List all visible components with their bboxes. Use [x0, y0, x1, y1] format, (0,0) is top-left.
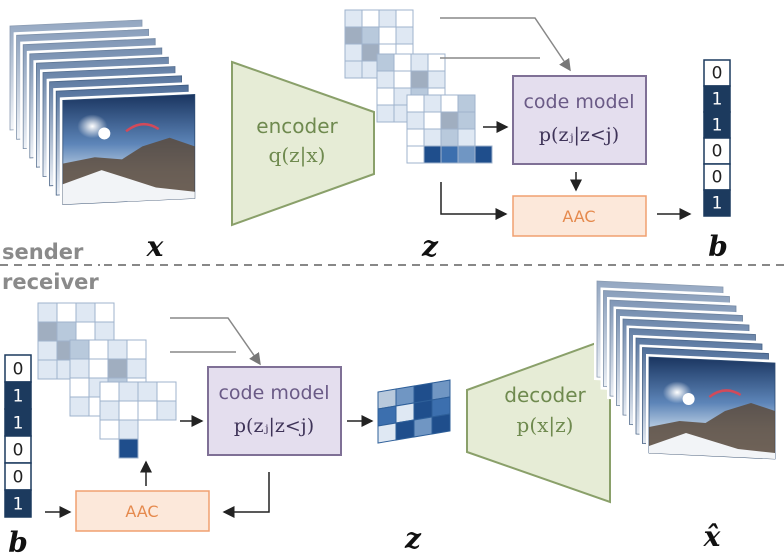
- aac-top-box: [512, 195, 647, 237]
- top-bit: 1: [703, 85, 731, 113]
- label-b-bottom: b: [8, 526, 28, 556]
- latent-stack-top: [344, 9, 493, 164]
- top-bit: 0: [703, 59, 731, 87]
- bitstream-bottom: 0 1 1 0 0 1: [4, 354, 32, 518]
- svg-text:1: 1: [712, 116, 723, 136]
- z-cell: [413, 416, 433, 438]
- arrow-latent-to-aac: [440, 182, 508, 220]
- decoder-shape: [466, 336, 611, 504]
- latent-stack-bottom: [37, 302, 177, 459]
- bitstream-top: 0 1 1 0 0 1: [703, 59, 731, 217]
- aac-bottom-box: [75, 490, 210, 532]
- context-arrows-bottom: [170, 317, 261, 366]
- top-bit: 1: [703, 189, 731, 217]
- svg-text:1: 1: [712, 90, 723, 110]
- latent-grid-3-coded-row: [423, 145, 493, 164]
- decoder-label: decoder: [504, 383, 586, 407]
- label-x: x: [146, 230, 164, 263]
- encoder-formula: q(z|x): [269, 143, 326, 168]
- aac-bottom-label: AAC: [125, 502, 158, 521]
- z-cell: [395, 419, 415, 441]
- arrow-codemodel-to-aac-bottom: [222, 472, 270, 518]
- label-z-bottom: z: [404, 522, 422, 555]
- code-model-top: code model p(zⱼ|z<j): [512, 75, 647, 165]
- decoded-latent-grid: [377, 379, 451, 444]
- latent-grid-6: [99, 381, 177, 459]
- aac-top-label: AAC: [562, 207, 595, 226]
- code-model-bottom-label: code model: [218, 382, 329, 404]
- code-model-bottom-formula: p(zⱼ|z<j): [234, 415, 314, 437]
- bottom-bit: 0: [4, 354, 32, 383]
- svg-text:0: 0: [712, 64, 723, 84]
- svg-text:1: 1: [712, 194, 723, 214]
- input-frames-stack: [7, 16, 198, 208]
- z-cell: [431, 413, 451, 435]
- encoder-block: encoder q(z|x): [231, 60, 375, 227]
- code-model-top-box: [512, 75, 647, 165]
- svg-text:1: 1: [13, 494, 24, 514]
- bottom-bit: 0: [4, 435, 32, 464]
- code-model-bottom: code model p(zⱼ|z<j): [207, 366, 342, 456]
- label-x-hat: x̂: [703, 520, 721, 553]
- context-arrows-top: [440, 17, 571, 72]
- bottom-bit: 1: [4, 381, 32, 410]
- input-frame: [59, 91, 198, 208]
- receiver-label: receiver: [2, 270, 99, 294]
- decoder-formula: p(x|z): [517, 413, 574, 438]
- svg-text:1: 1: [13, 386, 24, 406]
- decoder-block: decoder p(x|z): [466, 336, 611, 504]
- label-z-top: z: [421, 230, 439, 263]
- bottom-bit: 1: [4, 408, 32, 437]
- aac-bottom: AAC: [75, 490, 210, 532]
- context-arrow-3: [170, 317, 261, 366]
- code-model-top-formula: p(zⱼ|z<j): [539, 124, 619, 146]
- top-bit: 0: [703, 137, 731, 165]
- context-arrow-1: [440, 17, 571, 72]
- top-bit: 0: [703, 163, 731, 191]
- encoder-shape: [231, 60, 375, 227]
- top-bit: 1: [703, 111, 731, 139]
- label-b-top: b: [708, 230, 728, 263]
- svg-text:0: 0: [13, 440, 24, 460]
- z-cell: [377, 422, 397, 444]
- encoder-label: encoder: [256, 114, 338, 138]
- bottom-bit: 1: [4, 489, 32, 518]
- svg-text:0: 0: [712, 142, 723, 162]
- svg-text:0: 0: [712, 168, 723, 188]
- output-frames-stack: [594, 277, 778, 463]
- output-frame: [646, 353, 778, 463]
- bottom-bit: 0: [4, 462, 32, 491]
- sender-label: sender: [2, 240, 84, 264]
- code-model-bottom-box: [207, 366, 342, 456]
- svg-text:0: 0: [13, 359, 24, 379]
- svg-text:1: 1: [13, 413, 24, 433]
- svg-text:0: 0: [13, 467, 24, 487]
- aac-top: AAC: [512, 195, 647, 237]
- code-model-top-label: code model: [523, 91, 634, 113]
